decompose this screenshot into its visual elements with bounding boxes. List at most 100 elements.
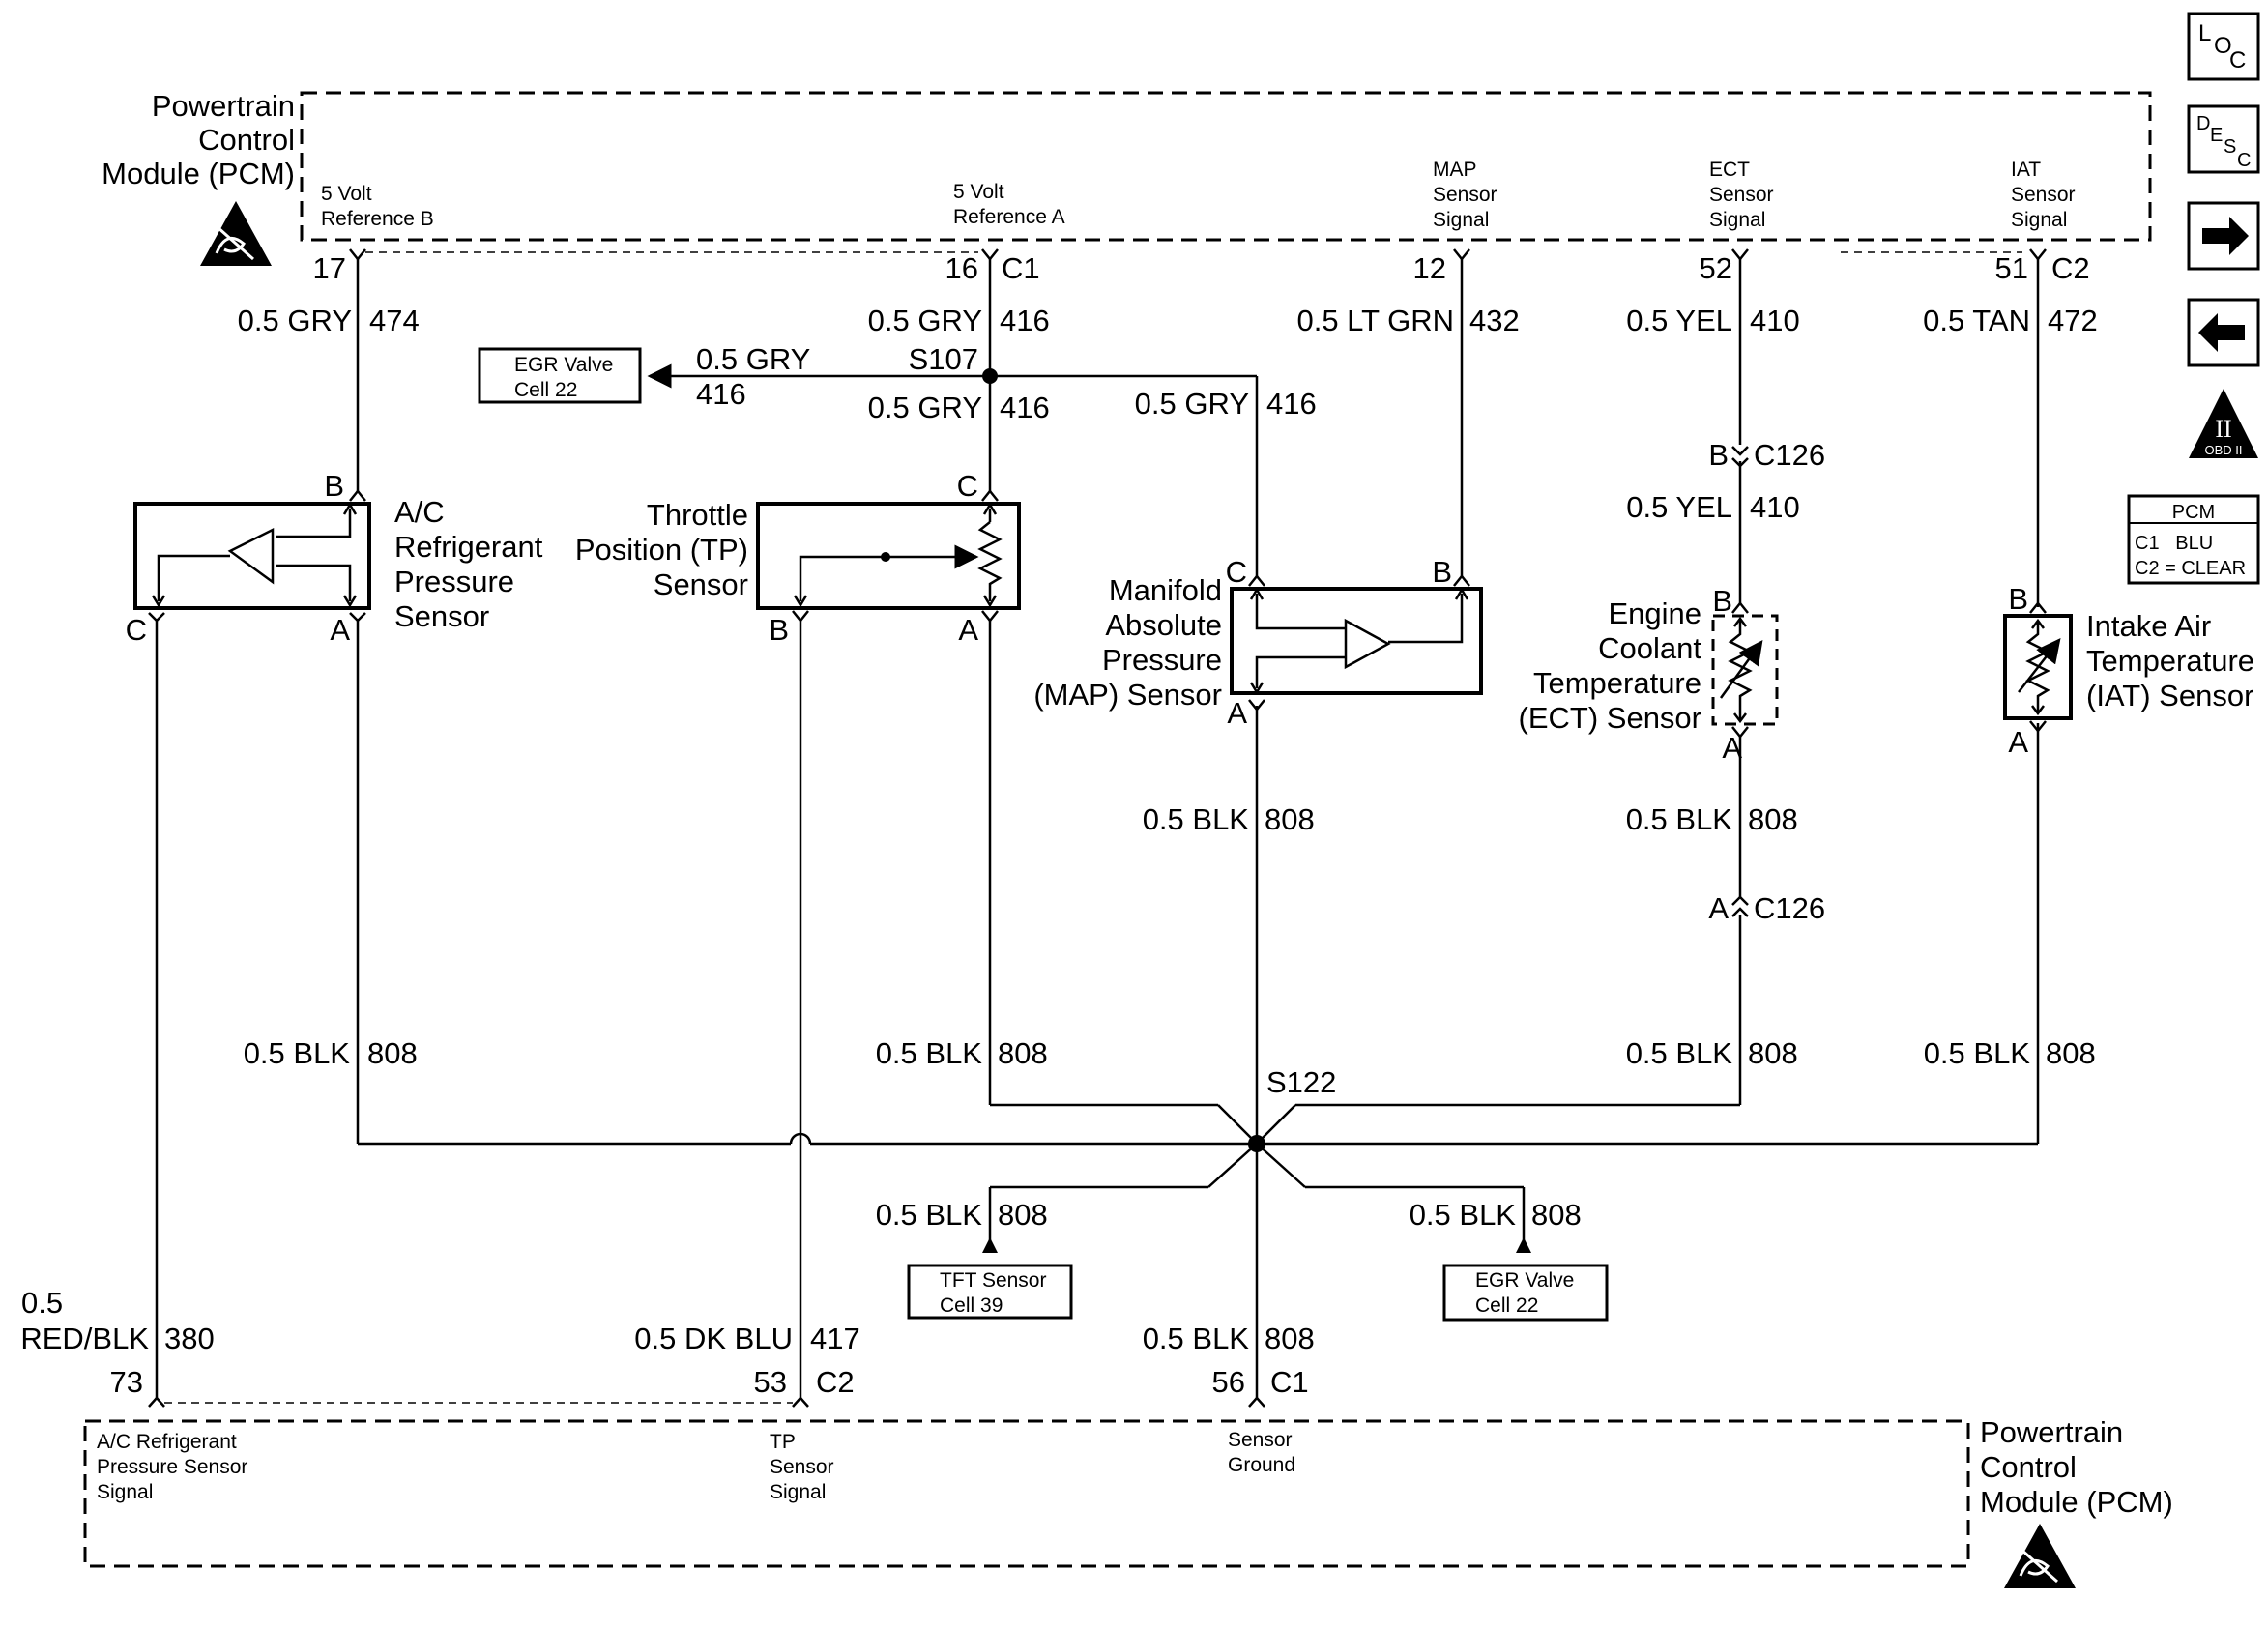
tp-name-3: Sensor	[654, 567, 748, 601]
pcm-term-map-3: Signal	[1433, 209, 1489, 231]
pcm-term-map-2: Sensor	[1433, 184, 1497, 206]
wire-416a-color: 0.5 GRY	[868, 304, 982, 337]
pcm-term-ref-b-1: 5 Volt	[321, 183, 372, 205]
legend-title: PCM	[2172, 502, 2215, 523]
pcm-term-ect-1: ECT	[1709, 159, 1750, 181]
iat-name-2: Temperature	[2086, 644, 2254, 678]
desc-e: E	[2210, 125, 2223, 146]
pcm-term-ac-1: A/C Refrigerant	[97, 1431, 237, 1453]
esd-icon	[2004, 1524, 2076, 1588]
pcm-bot-title-2: Control	[1980, 1450, 2077, 1484]
wires	[155, 259, 2040, 1398]
iat-pin-a: A	[2008, 725, 2028, 759]
pcm-term-ref-b-2: Reference B	[321, 208, 434, 230]
wire-808-tft-num: 808	[998, 1198, 1048, 1232]
map-name-1: Manifold	[1109, 573, 1222, 607]
wire-432-color: 0.5 LT GRN	[1296, 304, 1454, 337]
ref-egr-bot[interactable]: EGR Valve Cell 22	[1442, 1264, 1609, 1322]
tp-pin-b: B	[769, 613, 789, 647]
loc-l: L	[2198, 20, 2211, 46]
wire-808-egr-color: 0.5 BLK	[1410, 1198, 1517, 1232]
pcm-top: Powertrain Control Module (PCM) 5 Volt R…	[102, 89, 2152, 266]
pcm-term-ref-a-1: 5 Volt	[953, 181, 1004, 203]
ref-tft-2: Cell 39	[940, 1294, 1003, 1317]
pcm-term-map-1: MAP	[1433, 159, 1477, 181]
pcm-term-ect-3: Signal	[1709, 209, 1765, 231]
wire-472-color: 0.5 TAN	[1923, 304, 2030, 337]
pcm-top-title-2: Control	[198, 123, 295, 157]
wire-416c-num: 416	[1266, 387, 1317, 421]
desc-d: D	[2196, 113, 2210, 134]
wire-380-color: RED/BLK	[20, 1322, 149, 1355]
pin-53: 53	[754, 1365, 787, 1399]
prev-arrow-button[interactable]	[2187, 298, 2260, 367]
map-pin-c: C	[1226, 555, 1247, 589]
wire-416egr-num: 416	[696, 377, 746, 411]
wire-410b-num: 410	[1750, 490, 1800, 524]
splice-s122	[1248, 1135, 1265, 1152]
wire-416a-num: 416	[1000, 304, 1050, 337]
wire-808-tp-color: 0.5 BLK	[876, 1036, 983, 1070]
iat-sensor: B A Intake Air Temperature (IAT) Sensor	[2003, 582, 2254, 759]
c126-bot-pin: A	[1708, 891, 1729, 925]
pcm-term-iat-3: Signal	[2011, 209, 2067, 231]
legend-c1: C1 BLU	[2135, 533, 2213, 554]
wire-416egr-color: 0.5 GRY	[696, 342, 810, 376]
pcm-term-gnd-2: Ground	[1228, 1454, 1295, 1476]
obd-ii-button[interactable]: II OBD II	[2189, 389, 2258, 458]
desc-button[interactable]: D E S C	[2187, 104, 2260, 174]
wire-808-ac-num: 808	[367, 1036, 418, 1070]
ref-egr-top-2: Cell 22	[514, 379, 577, 401]
wire-432-num: 432	[1469, 304, 1520, 337]
wire-416b-num: 416	[1000, 391, 1050, 424]
ect-pin-a: A	[1722, 731, 1742, 765]
ect-name-2: Coolant	[1598, 631, 1701, 665]
wire-808-ect1-num: 808	[1748, 802, 1798, 836]
connector-c126-bot: A C126	[1708, 891, 1825, 925]
ref-tft[interactable]: TFT Sensor Cell 39	[907, 1264, 1073, 1320]
ref-egr-top-1: EGR Valve	[514, 354, 613, 376]
connector-c126-top: B C126	[1708, 438, 1825, 472]
wire-808-ect2-num: 808	[1748, 1036, 1798, 1070]
pin-51: 51	[1995, 251, 2028, 285]
pin-16: 16	[945, 251, 978, 285]
wire-416b-color: 0.5 GRY	[868, 391, 982, 424]
iat-name-1: Intake Air	[2086, 609, 2211, 643]
loc-button[interactable]: L O C	[2187, 12, 2260, 81]
tp-sensor: C B A Throttle Position (TP) Sensor	[575, 469, 1021, 647]
ect-name-3: Temperature	[1533, 666, 1701, 700]
pin-73: 73	[110, 1365, 143, 1399]
pcm-bot-title-1: Powertrain	[1980, 1415, 2123, 1449]
tp-name-1: Throttle	[647, 498, 748, 532]
wire-808-ect2-color: 0.5 BLK	[1626, 1036, 1733, 1070]
pin-c1-bot: C1	[1270, 1365, 1309, 1399]
wire-417-num: 417	[810, 1322, 860, 1355]
ac-pin-a: A	[330, 613, 350, 647]
pcm-top-title-1: Powertrain	[152, 89, 295, 123]
wire-808-egr-num: 808	[1531, 1198, 1582, 1232]
pcm-term-tp-2: Sensor	[770, 1456, 834, 1478]
wire-808-iat-color: 0.5 BLK	[1924, 1036, 2031, 1070]
pin-17: 17	[313, 251, 346, 285]
iat-name-3: (IAT) Sensor	[2086, 679, 2253, 712]
ref-tft-1: TFT Sensor	[940, 1269, 1046, 1292]
tp-name-2: Position (TP)	[575, 533, 748, 567]
wire-474-color: 0.5 GRY	[238, 304, 352, 337]
c126-top-label: C126	[1754, 438, 1825, 472]
pin-c2-bot: C2	[816, 1365, 855, 1399]
pcm-term-ac-2: Pressure Sensor	[97, 1456, 247, 1478]
ac-pin-b: B	[324, 469, 344, 503]
map-name-4: (MAP) Sensor	[1033, 678, 1222, 712]
loc-c: C	[2229, 47, 2246, 73]
ref-egr-top[interactable]: EGR Valve Cell 22	[478, 347, 642, 404]
map-pin-a: A	[1227, 696, 1247, 730]
wire-410a-color: 0.5 YEL	[1626, 304, 1732, 337]
ect-sensor: B A Engine Coolant Temperature (ECT) Sen…	[1519, 584, 1779, 765]
ac-name-1: A/C	[394, 495, 445, 529]
esd-icon	[200, 201, 272, 266]
wire-808-ac-color: 0.5 BLK	[244, 1036, 351, 1070]
next-arrow-button[interactable]	[2187, 201, 2260, 271]
ac-pin-c: C	[126, 613, 147, 647]
pin-c1-top: C1	[1002, 251, 1040, 285]
